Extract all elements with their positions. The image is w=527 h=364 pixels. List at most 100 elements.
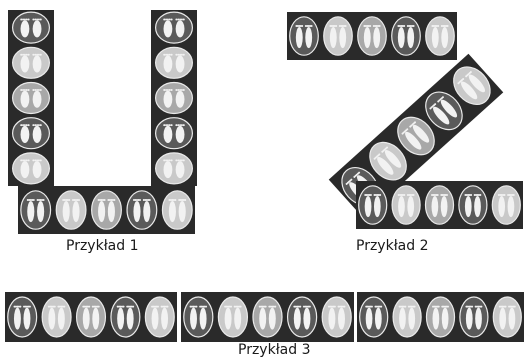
foot-print-icon [163, 161, 173, 179]
foot-print-icon [161, 307, 169, 330]
foot-print-icon [407, 195, 415, 218]
tile [55, 190, 87, 230]
foot-print-icon [412, 124, 430, 143]
foot-print-icon [374, 307, 382, 330]
tile [155, 11, 194, 44]
foot-print-icon [405, 131, 422, 150]
foot-print-icon [234, 307, 242, 330]
foot-print-icon [293, 307, 301, 330]
tile [491, 185, 521, 225]
tile [12, 81, 50, 115]
tile [458, 185, 488, 225]
tile [369, 141, 407, 181]
foot-print-icon [464, 195, 472, 218]
foot-print-icon [468, 74, 486, 93]
foot-print-icon [163, 125, 173, 143]
foot-print-icon [508, 307, 516, 330]
example3-row-c [357, 292, 524, 342]
foot-print-icon [20, 90, 30, 108]
foot-print-icon [32, 161, 42, 179]
foot-print-icon [72, 200, 80, 223]
tile [183, 296, 214, 338]
foot-print-icon [431, 26, 439, 49]
foot-print-icon [475, 307, 482, 330]
foot-print-icon [82, 307, 90, 330]
foot-print-icon [259, 307, 267, 330]
tile [217, 296, 249, 338]
tile [126, 190, 158, 230]
foot-print-icon [126, 307, 134, 330]
caption-example-1: Przykład 1 [66, 238, 139, 254]
tile [424, 185, 455, 225]
foot-print-icon [178, 200, 186, 223]
foot-print-icon [175, 55, 185, 73]
foot-print-icon [441, 307, 449, 330]
tile [358, 185, 388, 225]
tile [110, 296, 141, 338]
foot-print-icon [27, 200, 35, 223]
foot-print-icon [431, 195, 439, 218]
foot-print-icon [432, 307, 440, 330]
foot-print-icon [92, 307, 100, 330]
tile [161, 190, 193, 230]
tile [155, 152, 194, 185]
foot-print-icon [175, 161, 185, 179]
tile [20, 190, 52, 230]
foot-print-icon [117, 307, 125, 330]
tile [12, 11, 50, 44]
foot-print-icon [133, 200, 141, 223]
foot-print-icon [143, 200, 151, 223]
tile [492, 296, 522, 338]
tile [12, 117, 50, 150]
foot-print-icon [20, 125, 30, 143]
foot-print-icon [295, 26, 303, 49]
tile [7, 296, 38, 338]
tile [289, 16, 319, 56]
tile [155, 46, 194, 79]
example3-row-b [181, 292, 354, 342]
foot-print-icon [20, 161, 30, 179]
foot-print-icon [163, 55, 173, 73]
foot-print-icon [328, 307, 336, 330]
tile [321, 296, 352, 338]
foot-print-icon [268, 307, 276, 330]
example2-bottom-row [356, 181, 523, 229]
foot-print-icon [175, 20, 185, 38]
foot-print-icon [433, 106, 450, 125]
tile [252, 296, 283, 338]
foot-print-icon [363, 26, 371, 49]
tile [425, 91, 463, 131]
tile [357, 16, 387, 56]
example1-left-column [8, 10, 54, 186]
foot-print-icon [303, 307, 311, 330]
tile [453, 66, 491, 106]
tile [359, 296, 389, 338]
foot-print-icon [13, 307, 21, 330]
foot-print-icon [190, 307, 197, 330]
foot-print-icon [460, 81, 478, 100]
foot-print-icon [407, 26, 415, 49]
foot-print-icon [397, 26, 405, 49]
foot-print-icon [175, 90, 185, 108]
foot-print-icon [507, 195, 515, 218]
example1-right-column [151, 10, 197, 186]
tile [425, 296, 456, 338]
tile [391, 185, 421, 225]
foot-print-icon [23, 307, 31, 330]
foot-print-icon [168, 200, 176, 223]
foot-print-icon [163, 90, 173, 108]
foot-print-icon [465, 307, 473, 330]
tile [12, 152, 50, 185]
tile [155, 81, 194, 115]
foot-print-icon [305, 26, 313, 49]
foot-print-icon [175, 125, 185, 143]
foot-print-icon [440, 195, 448, 218]
foot-print-icon [57, 307, 65, 330]
tile [155, 117, 194, 150]
tile [75, 296, 107, 338]
foot-print-icon [499, 307, 507, 330]
tile [425, 16, 455, 56]
foot-print-icon [338, 307, 345, 330]
foot-print-icon [98, 200, 106, 223]
